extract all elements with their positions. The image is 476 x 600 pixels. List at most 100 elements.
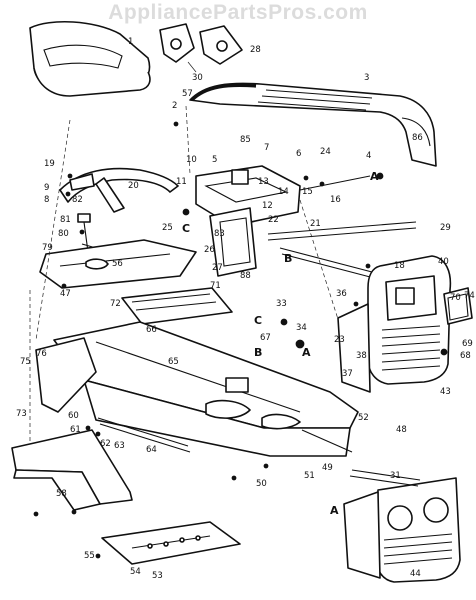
label-5: 5 bbox=[212, 155, 217, 165]
label-61: 61 bbox=[70, 425, 81, 435]
label-6: 6 bbox=[296, 149, 301, 159]
label-24: 24 bbox=[320, 147, 331, 157]
label-83: 83 bbox=[214, 229, 225, 239]
label-43: 43 bbox=[440, 387, 451, 397]
label-81: 81 bbox=[60, 215, 71, 225]
label-21: 21 bbox=[310, 219, 321, 229]
label-22: 22 bbox=[268, 215, 279, 225]
label-64: 64 bbox=[146, 445, 157, 455]
lower-side-panel bbox=[343, 491, 381, 579]
label-26: 26 bbox=[204, 245, 215, 255]
label-71: 71 bbox=[210, 281, 221, 291]
label-29: 29 bbox=[440, 223, 451, 233]
label-9: 9 bbox=[44, 183, 49, 193]
label-75: 75 bbox=[20, 357, 31, 367]
dash-panel bbox=[195, 165, 301, 277]
label-72: 72 bbox=[110, 299, 121, 309]
label-15: 15 bbox=[302, 187, 313, 197]
handle-bar bbox=[59, 167, 179, 213]
marker-a-mid: A bbox=[302, 346, 311, 359]
label-19: 19 bbox=[44, 159, 55, 169]
support-bar bbox=[97, 417, 191, 453]
label-34: 34 bbox=[296, 323, 307, 333]
label-70: 70 bbox=[450, 293, 461, 303]
label-76: 76 bbox=[36, 349, 47, 359]
label-55: 55 bbox=[84, 551, 95, 561]
foot-plate bbox=[101, 521, 241, 565]
label-54: 54 bbox=[130, 567, 141, 577]
seat bbox=[29, 20, 151, 97]
label-44: 44 bbox=[410, 569, 421, 579]
label-86: 86 bbox=[412, 133, 423, 143]
label-36: 36 bbox=[336, 289, 347, 299]
connection-markers: A B C A B C A bbox=[182, 170, 379, 517]
label-48: 48 bbox=[396, 425, 407, 435]
label-28: 28 bbox=[250, 45, 261, 55]
part-number-labels: 1 2 3 4 5 6 7 8 9 10 11 12 13 14 15 16 1… bbox=[16, 37, 475, 581]
control-rods bbox=[267, 175, 417, 279]
label-38: 38 bbox=[356, 351, 367, 361]
seat-bracket-right bbox=[199, 25, 243, 65]
fasteners bbox=[33, 121, 448, 559]
marker-a-bottom: A bbox=[330, 504, 339, 517]
label-33: 33 bbox=[276, 299, 287, 309]
lower-nose-assembly bbox=[375, 477, 461, 583]
label-16: 16 bbox=[330, 195, 341, 205]
label-74: 74 bbox=[464, 291, 475, 301]
label-80: 80 bbox=[58, 229, 69, 239]
label-14: 14 bbox=[278, 187, 289, 197]
label-58: 58 bbox=[56, 489, 67, 499]
headlight-lens bbox=[443, 287, 473, 325]
label-13: 13 bbox=[258, 177, 269, 187]
label-65: 65 bbox=[168, 357, 179, 367]
label-52: 52 bbox=[358, 413, 369, 423]
seat-bracket-left bbox=[159, 23, 195, 63]
marker-c-mid: C bbox=[254, 314, 262, 327]
label-1: 1 bbox=[128, 37, 133, 47]
label-68: 68 bbox=[460, 351, 471, 361]
marker-b-top: B bbox=[284, 252, 292, 265]
label-57: 57 bbox=[182, 89, 193, 99]
label-37: 37 bbox=[342, 369, 353, 379]
floor-mat bbox=[121, 287, 233, 325]
marker-a-top: A bbox=[370, 170, 379, 183]
label-30: 30 bbox=[192, 73, 203, 83]
label-56: 56 bbox=[112, 259, 123, 269]
label-18: 18 bbox=[394, 261, 405, 271]
hood-cover bbox=[189, 82, 437, 167]
label-73: 73 bbox=[16, 409, 27, 419]
side-panel-left bbox=[337, 303, 371, 393]
label-11: 11 bbox=[176, 177, 187, 187]
clip-bracket bbox=[69, 173, 95, 191]
label-31: 31 bbox=[390, 471, 401, 481]
label-69: 69 bbox=[462, 339, 473, 349]
front-grille-assembly bbox=[367, 255, 452, 385]
label-25: 25 bbox=[162, 223, 173, 233]
frame-side-panel bbox=[35, 337, 97, 413]
floor-plate bbox=[39, 239, 197, 289]
grille-slats bbox=[381, 325, 441, 371]
label-62: 62 bbox=[100, 439, 111, 449]
label-7: 7 bbox=[264, 143, 269, 153]
label-8: 8 bbox=[44, 195, 49, 205]
label-23: 23 bbox=[334, 335, 345, 345]
label-27: 27 bbox=[212, 263, 223, 273]
label-10: 10 bbox=[186, 155, 197, 165]
label-49: 49 bbox=[322, 463, 333, 473]
label-50: 50 bbox=[256, 479, 267, 489]
label-20: 20 bbox=[128, 181, 139, 191]
label-3: 3 bbox=[364, 73, 369, 83]
label-2: 2 bbox=[172, 101, 177, 111]
marker-b-mid: B bbox=[254, 346, 262, 359]
chassis-frame bbox=[53, 321, 359, 457]
watermark: AppliancePartsPros.com bbox=[108, 1, 368, 24]
label-60: 60 bbox=[68, 411, 79, 421]
label-53: 53 bbox=[152, 571, 163, 581]
label-47: 47 bbox=[60, 289, 71, 299]
label-63: 63 bbox=[114, 441, 125, 451]
label-12: 12 bbox=[262, 201, 273, 211]
label-79: 79 bbox=[42, 243, 53, 253]
label-82: 82 bbox=[72, 195, 83, 205]
label-88: 88 bbox=[240, 271, 251, 281]
